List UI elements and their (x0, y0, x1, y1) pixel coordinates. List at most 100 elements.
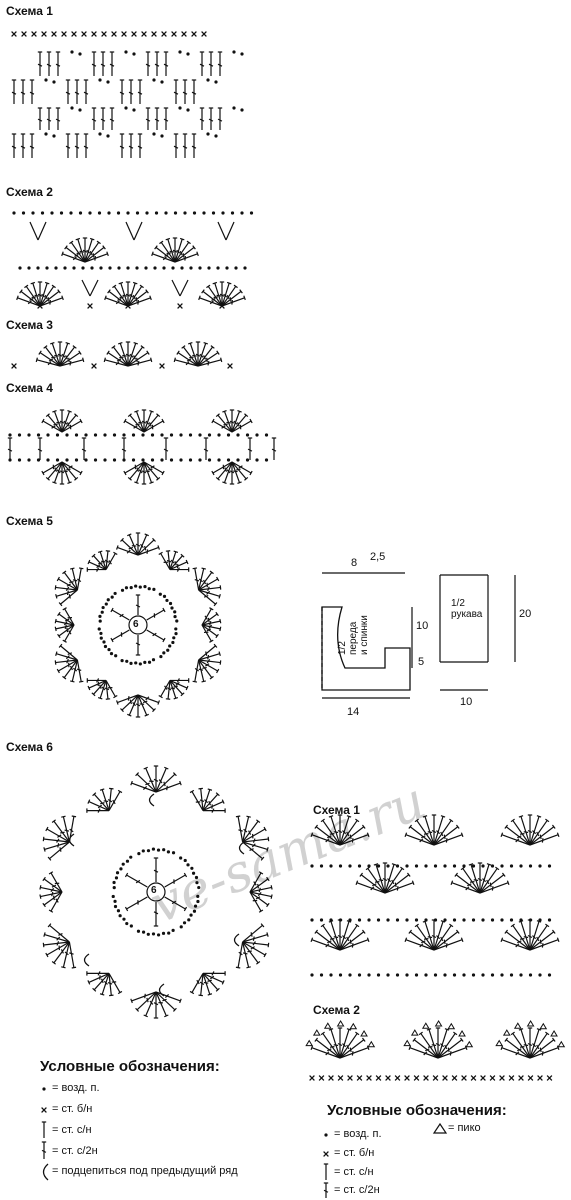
scheme1-chain (186, 52, 190, 56)
stitch-slash (11, 91, 17, 95)
scheme5-fan-bar (219, 660, 222, 665)
stitch-slash (515, 838, 520, 843)
scheme6-fan-bar (71, 966, 77, 969)
right-scheme1-chain (310, 973, 314, 977)
scheme6-fan-inner-bar (207, 788, 213, 791)
stitch-slash (119, 145, 125, 149)
stitch-slash (224, 467, 228, 472)
scheme6-chain (193, 904, 198, 908)
scheme2-chain (97, 211, 102, 215)
scheme4-fan-top-bar (45, 413, 50, 418)
right-scheme1-fan (424, 921, 435, 951)
stitch-slash (194, 667, 200, 672)
scheme5-fan-bar (216, 668, 220, 674)
scheme2-chain (27, 266, 31, 270)
right-scheme1-fan-bar (510, 923, 515, 928)
scheme6-chain (162, 848, 166, 852)
scheme3-fan-bar (106, 350, 110, 355)
scheme5-chain (138, 662, 142, 666)
stitch-slash (489, 882, 492, 888)
scheme3-fan-bar (146, 350, 150, 355)
stitch-slash (236, 468, 241, 471)
scheme6-fan-bar (45, 952, 49, 958)
right-scheme1-chain (367, 918, 371, 922)
scheme5-chain (143, 585, 147, 589)
stitch-slash (491, 886, 494, 891)
scheme5-chain (159, 654, 163, 659)
scheme5-fan (128, 534, 139, 556)
stitch-slash (440, 936, 444, 942)
right-scheme2-sc (328, 1075, 334, 1081)
stitch-slash (31, 296, 37, 299)
scheme5-fan (198, 659, 205, 682)
scheme5-chain (174, 627, 178, 631)
legend-right-sc-symbol (323, 1151, 329, 1157)
scheme3-fan (59, 343, 69, 367)
stitch-slash (541, 943, 544, 948)
scheme1-chain (52, 134, 56, 138)
scheme2-chain (145, 211, 149, 215)
hook-under-mark (148, 793, 155, 807)
scheme6-fan-bar (263, 952, 267, 958)
scheme5-chain (174, 632, 178, 636)
scheme3-sc (91, 363, 97, 369)
scheme2-sc (125, 303, 131, 309)
scheme6-fan-inner-bar (270, 894, 273, 899)
scheme5-fan-bar (213, 643, 218, 648)
stitch-slash (191, 145, 197, 149)
right-scheme1-fan-bar (314, 929, 319, 934)
scheme3-sc (11, 363, 17, 369)
scheme2-chain (59, 211, 64, 215)
scheme6-fan (242, 816, 250, 843)
scheme2-chain (249, 211, 254, 215)
stitch-slash (182, 253, 185, 258)
scheme5-fan-inner (93, 555, 107, 570)
scheme5-fan-inner (201, 608, 212, 626)
scheme6-fan-bar (130, 998, 133, 1004)
scheme3-sc (227, 363, 233, 369)
scheme4-chain (112, 433, 117, 437)
sleeve-label-line2: рукава (451, 609, 483, 620)
stitch-slash (370, 886, 375, 891)
scheme6-fan-bar (43, 847, 46, 852)
scheme5-fan-bar (157, 545, 160, 550)
right-scheme1-chain (462, 918, 466, 922)
scheme-1-label: Схема 1 (6, 4, 53, 18)
picot (367, 1040, 376, 1048)
stitch-slash (97, 808, 101, 813)
scheme5-fan-bar (55, 651, 58, 656)
scheme6-fan-bar (263, 826, 267, 832)
scheme6-fan-inner-bar (117, 789, 123, 794)
scheme6-fan-bar (260, 923, 265, 928)
scheme2-chain (207, 266, 211, 270)
right-scheme2-fan (315, 1039, 341, 1059)
stitch-slash (65, 91, 71, 95)
picot (421, 1022, 430, 1029)
right-scheme1-chain (528, 973, 533, 977)
stitch-slash (119, 296, 125, 299)
scheme3-fan-bar (111, 345, 116, 349)
right-scheme1-fan (330, 921, 341, 951)
right-scheme2-fan-bar (346, 1028, 352, 1031)
scheme2-fan (20, 290, 41, 307)
right-scheme2-fan-bar (426, 1028, 432, 1031)
scheme6-fan-bar (61, 815, 66, 818)
right-scheme1-chain (490, 864, 495, 868)
scheme5-fan (121, 539, 139, 556)
scheme6-fan-inner-bar (92, 987, 97, 992)
stitch-slash (205, 663, 210, 667)
right-scheme1-fan (384, 874, 410, 894)
scheme6-fan-bar (43, 932, 46, 937)
scheme5-fan (198, 659, 221, 664)
scheme5-fan-inner (167, 550, 171, 570)
stitch-slash (199, 118, 205, 122)
stitch-slash (248, 830, 252, 835)
picot (513, 1022, 522, 1029)
scheme1-chain (44, 78, 48, 82)
scheme4-chain (179, 433, 183, 437)
scheme2-fan-bar (89, 237, 95, 241)
scheme2-chain (117, 266, 121, 270)
right-scheme2-fan-bar (556, 1045, 560, 1051)
scheme5-fan-inner-bar (62, 607, 67, 611)
stitch-slash (423, 938, 429, 940)
